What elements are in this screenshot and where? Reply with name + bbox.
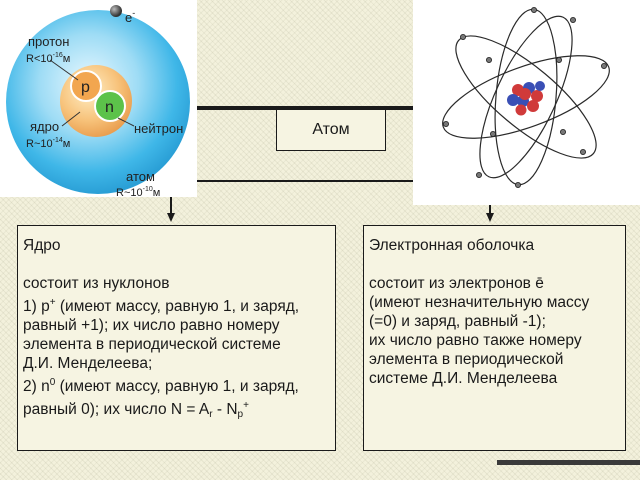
neutron-label: нейтрон bbox=[134, 121, 183, 136]
electron-label: e- bbox=[125, 8, 135, 25]
electron-dot bbox=[110, 5, 122, 17]
neutron-ball bbox=[94, 90, 126, 122]
nucleus-line-3: равный +1); их число равно номеру bbox=[23, 317, 280, 334]
atom-label: атом bbox=[126, 169, 155, 184]
decorative-bottom-bar bbox=[497, 460, 640, 465]
nucleus-line-6: 2) n0 (имеют массу, равную 1, и заряд, bbox=[23, 377, 299, 395]
right-arrow bbox=[486, 213, 494, 222]
proton-ball bbox=[70, 70, 102, 102]
atom-radius: R~10-10м bbox=[116, 186, 160, 197]
proton-radius: R<10-16м bbox=[26, 52, 70, 65]
electron-dots bbox=[442, 7, 607, 188]
neutron-letter: n bbox=[105, 99, 114, 116]
branch-line bbox=[197, 180, 413, 182]
shell-line-3: (=0) и заряд, равный -1); bbox=[369, 313, 546, 330]
atom-structure-illustration: e- p n протон R<10-16м ядро R~10-14м ней… bbox=[0, 0, 197, 197]
nucleus-line-7: равный 0); их число N = Ar - Np+ bbox=[23, 400, 249, 420]
right-branch-stem bbox=[489, 205, 491, 215]
nucleus-line-2: 1) p+ (имеют массу, равную 1, и заряд, bbox=[23, 297, 300, 315]
nucleus-cluster bbox=[507, 81, 545, 116]
nucleus-line-5: Д.И. Менделеева; bbox=[23, 355, 153, 372]
nucleus-radius: R~10-14м bbox=[26, 137, 70, 150]
left-arrow bbox=[167, 213, 175, 222]
shell-line-6: системе Д.И. Менделеева bbox=[369, 370, 558, 387]
left-branch-stem bbox=[170, 197, 172, 215]
shell-line-1: состоит из электронов ē bbox=[369, 275, 544, 292]
top-connector-line bbox=[197, 106, 413, 110]
nucleus-line-1: состоит из нуклонов bbox=[23, 275, 170, 292]
nucleus-label: ядро bbox=[30, 119, 59, 134]
shell-line-5: элемента в периодической bbox=[369, 351, 564, 368]
proton-label: протон bbox=[28, 34, 69, 49]
nucleus-description-box: Ядро состоит из нуклонов 1) p+ (имеют ма… bbox=[17, 225, 336, 451]
electron-shell-description-box: Электронная оболочка состоит из электрон… bbox=[363, 225, 626, 451]
atom-node: Атом bbox=[276, 109, 386, 151]
nucleus-title: Ядро bbox=[23, 237, 61, 254]
proton-letter: p bbox=[81, 79, 90, 96]
nucleus-line-4: элемента в периодической системе bbox=[23, 336, 281, 353]
atom-orbits-illustration bbox=[413, 0, 640, 205]
shell-title: Электронная оболочка bbox=[369, 237, 535, 254]
shell-line-4: их число равно также номеру bbox=[369, 332, 582, 349]
shell-line-2: (имеют незначительную массу bbox=[369, 294, 590, 311]
